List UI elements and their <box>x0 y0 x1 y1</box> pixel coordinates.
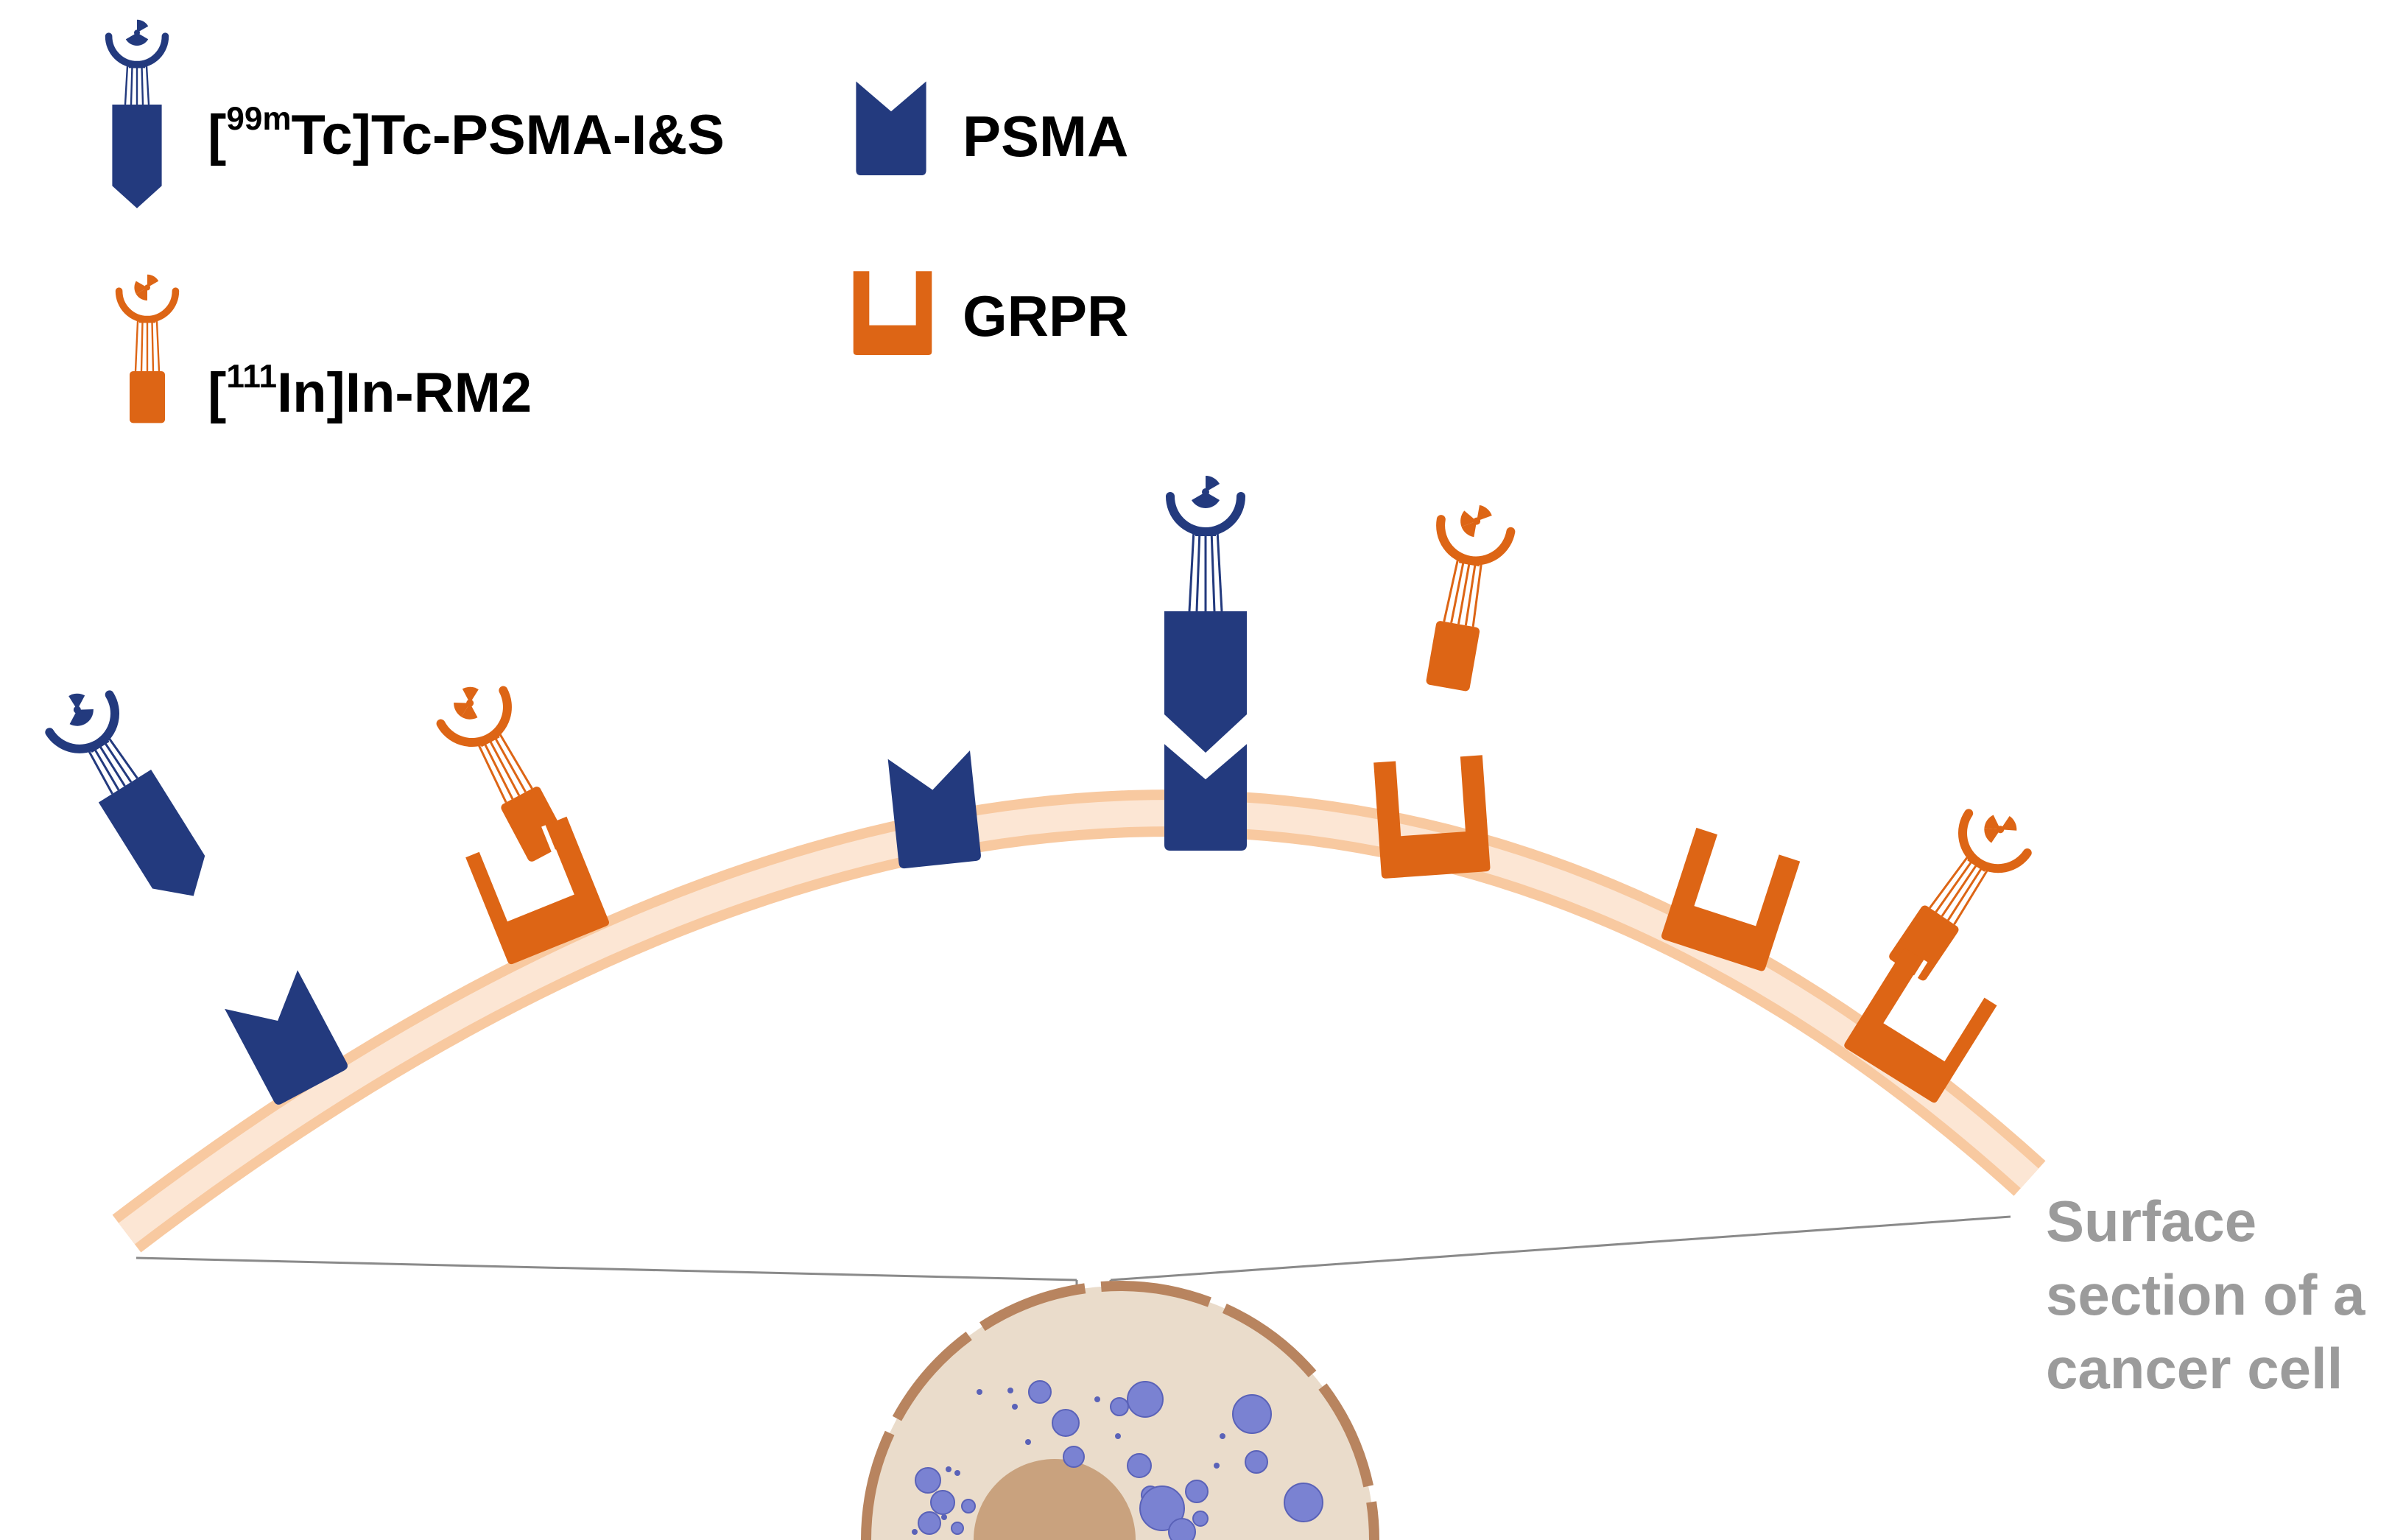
vesicles <box>915 1380 1323 1540</box>
psma-ligand-free <box>38 676 223 915</box>
legend-psma-ligand-label: [99mTc]Tc-PSMA-I&S <box>208 100 725 166</box>
legend-grpr-receptor-label: GRPR <box>963 284 1129 348</box>
legend-grpr-receptor-icon <box>853 271 932 355</box>
legend-psma-receptor-icon <box>856 81 926 175</box>
grpr-ligand-free <box>1413 498 1515 695</box>
legend-grpr-ligand-icon <box>119 273 176 423</box>
grpr-receptor-bound <box>1844 947 1997 1103</box>
caption-line-1: Surface <box>2046 1189 2257 1254</box>
cell-membrane-section <box>112 790 2046 1253</box>
cancer-cell <box>861 1281 1379 1540</box>
legend-psma-receptor-label: PSMA <box>963 104 1129 169</box>
caption-line-2: section of a <box>2046 1262 2365 1327</box>
caption-line-3: cancer cell <box>2046 1336 2343 1401</box>
legend-grpr-ligand-label: [111In]In-RM2 <box>208 358 532 424</box>
psma-ligand-bound <box>1164 474 1247 753</box>
grpr-receptor-bound <box>465 816 609 965</box>
legend-psma-ligand-icon <box>109 18 166 208</box>
psma-receptor-unbound <box>887 750 982 869</box>
nucleus <box>974 1459 1136 1540</box>
psma-receptor-bound <box>1162 737 1249 851</box>
grpr-receptor-unbound <box>1373 755 1491 879</box>
